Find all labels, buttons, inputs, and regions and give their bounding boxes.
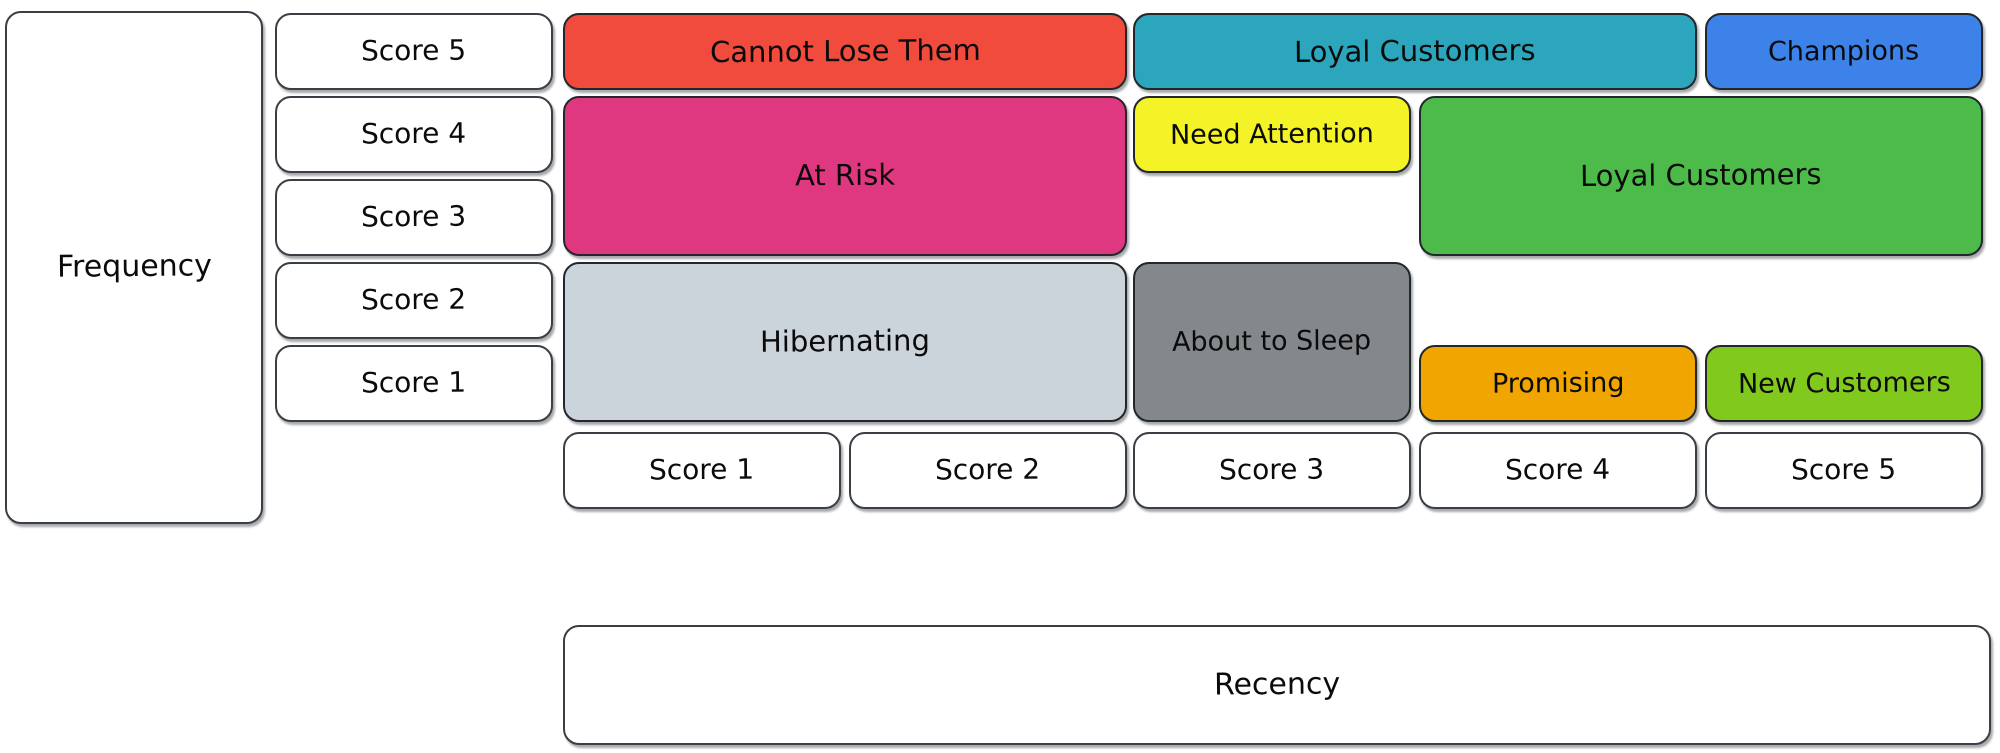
segment-about-to-sleep[interactable]: About to Sleep xyxy=(1133,262,1411,422)
score-label-text: Score 1 xyxy=(649,452,755,487)
frequency-axis-panel: Frequency xyxy=(5,11,263,524)
recency-score-label-score-4[interactable]: Score 4 xyxy=(1419,432,1697,509)
segment-label: About to Sleep xyxy=(1172,325,1372,359)
segment-label: Loyal Customers xyxy=(1294,32,1536,69)
segment-label: Cannot Lose Them xyxy=(709,32,981,70)
segment-loyal-customers-teal[interactable]: Loyal Customers xyxy=(1133,13,1697,90)
score-label-text: Score 4 xyxy=(1505,452,1611,487)
segment-label: Loyal Customers xyxy=(1580,157,1822,194)
frequency-score-label-score-2[interactable]: Score 2 xyxy=(275,262,553,339)
recency-score-label-score-1[interactable]: Score 1 xyxy=(563,432,841,509)
score-label-text: Score 5 xyxy=(1791,452,1897,487)
segment-at-risk[interactable]: At Risk xyxy=(563,96,1127,256)
segment-label: New Customers xyxy=(1737,367,1951,400)
segment-cannot-lose-them[interactable]: Cannot Lose Them xyxy=(563,13,1127,90)
recency-score-label-score-2[interactable]: Score 2 xyxy=(849,432,1127,509)
score-label-text: Score 2 xyxy=(361,282,467,317)
segment-promising[interactable]: Promising xyxy=(1419,345,1697,422)
segment-label: Champions xyxy=(1768,35,1920,68)
segment-new-customers[interactable]: New Customers xyxy=(1705,345,1983,422)
frequency-score-label-score-3[interactable]: Score 3 xyxy=(275,179,553,256)
segment-label: Need Attention xyxy=(1169,118,1375,151)
score-label-text: Score 5 xyxy=(361,33,467,68)
segment-label: Hibernating xyxy=(759,323,931,360)
frequency-score-label-score-5[interactable]: Score 5 xyxy=(275,13,553,90)
score-label-text: Score 2 xyxy=(935,452,1041,487)
frequency-score-label-score-1[interactable]: Score 1 xyxy=(275,345,553,422)
segment-loyal-customers-green[interactable]: Loyal Customers xyxy=(1419,96,1983,256)
recency-axis-panel: Recency xyxy=(563,625,1991,745)
recency-score-label-score-3[interactable]: Score 3 xyxy=(1133,432,1411,509)
frequency-score-label-score-4[interactable]: Score 4 xyxy=(275,96,553,173)
frequency-axis-label: Frequency xyxy=(56,248,212,285)
recency-score-label-score-5[interactable]: Score 5 xyxy=(1705,432,1983,509)
segment-label: Promising xyxy=(1491,367,1625,400)
score-label-text: Score 4 xyxy=(361,116,467,151)
segment-label: At Risk xyxy=(794,157,896,193)
segment-hibernating[interactable]: Hibernating xyxy=(563,262,1127,422)
score-label-text: Score 3 xyxy=(361,199,467,234)
recency-axis-label: Recency xyxy=(1213,666,1341,703)
score-label-text: Score 1 xyxy=(361,365,467,400)
score-label-text: Score 3 xyxy=(1219,452,1325,487)
segment-need-attention[interactable]: Need Attention xyxy=(1133,96,1411,173)
segment-champions[interactable]: Champions xyxy=(1705,13,1983,90)
